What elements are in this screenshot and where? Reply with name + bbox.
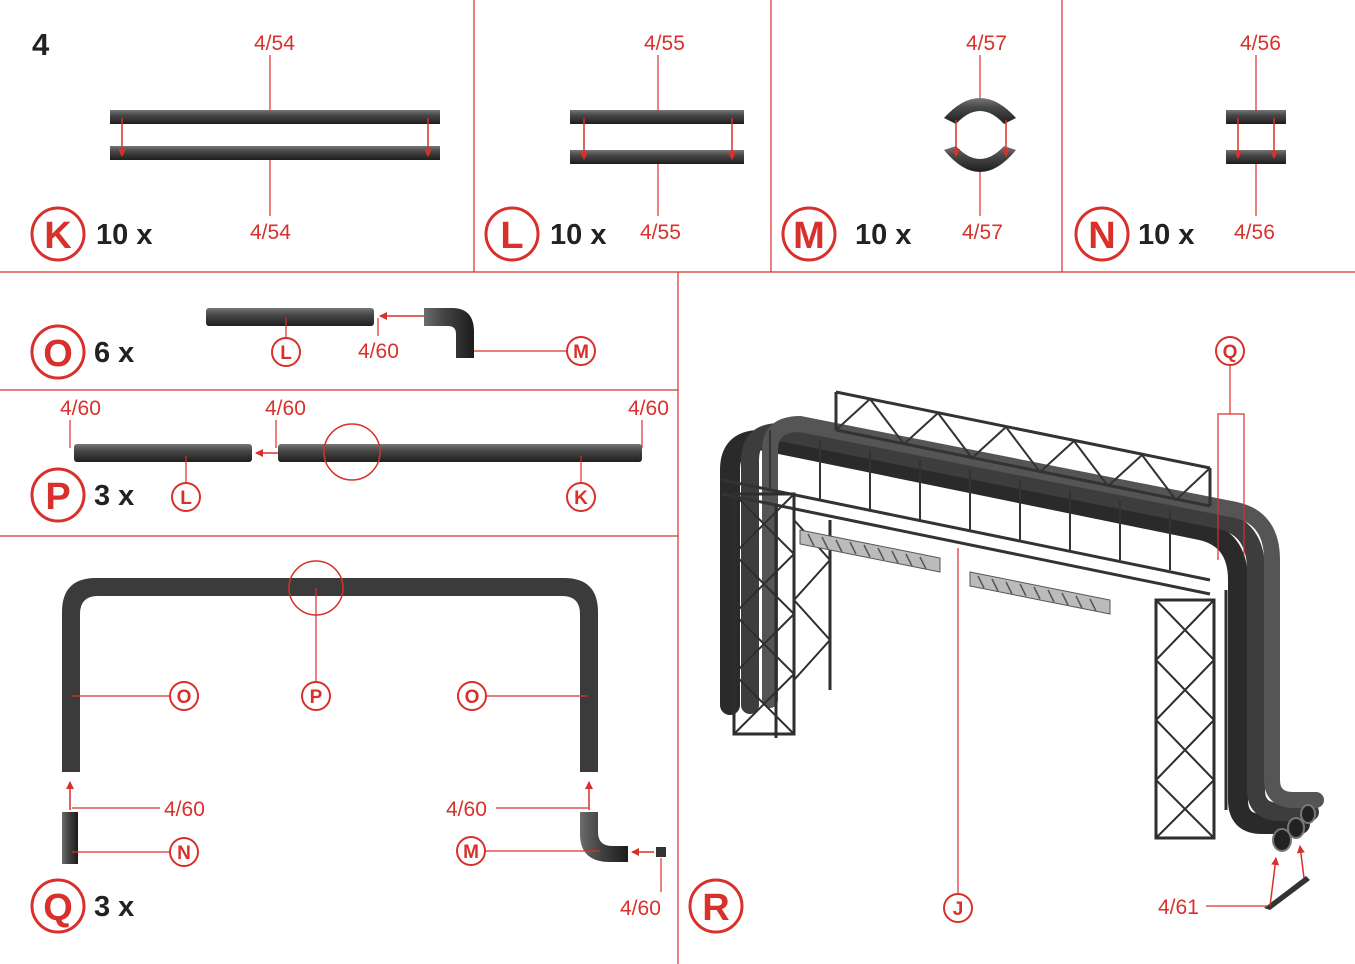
ref-label-left: 4/60 <box>60 397 101 420</box>
elbow-m <box>580 812 628 862</box>
part-callout: J <box>953 899 964 920</box>
part-letter: P <box>45 476 70 518</box>
ref-label: 4/60 <box>358 340 399 363</box>
ref-label-bottom: 4/54 <box>250 221 291 244</box>
ref-label-bottom: 4/57 <box>962 221 1003 244</box>
part-callout: O <box>177 687 192 708</box>
step-number: 4 <box>32 27 50 62</box>
part-count: 3 x <box>94 480 134 512</box>
part-count: 3 x <box>94 891 134 923</box>
pipe-l <box>206 308 374 326</box>
pipe-l <box>74 444 252 462</box>
part-letter: M <box>793 215 825 257</box>
pipe-k <box>278 444 642 462</box>
part-letter: O <box>43 333 73 375</box>
part-callout: N <box>177 843 191 864</box>
part-callout: P <box>310 687 323 708</box>
pipe-frame <box>62 578 598 772</box>
rail-top <box>570 110 744 124</box>
ref-label-top: 4/56 <box>1240 32 1281 55</box>
panel-p: 4/60 4/60 4/60 L K P 3 x <box>32 397 669 521</box>
panel-n: 4/56 4/56 N 10 x <box>1076 32 1286 260</box>
ref-label: 4/61 <box>1158 896 1199 919</box>
panel-k: 4/54 4/54 K 10 x <box>32 32 440 260</box>
part-letter: K <box>44 215 72 257</box>
rail-bottom <box>110 146 440 160</box>
part-callout: Q <box>1223 342 1238 363</box>
part-count: 10 x <box>855 219 911 251</box>
ref-label-top: 4/57 <box>966 32 1007 55</box>
part-count: 10 x <box>550 219 606 251</box>
panel-m: 4/57 4/57 M 10 x <box>783 32 1016 260</box>
ref-label-top: 4/54 <box>254 32 295 55</box>
ref-label-left: 4/60 <box>164 798 205 821</box>
ref-label-mid: 4/60 <box>265 397 306 420</box>
part-callout: M <box>463 842 479 863</box>
stub-n <box>62 812 78 864</box>
part-callout: O <box>465 687 480 708</box>
panel-o: L M 4/60 O 6 x <box>32 308 595 378</box>
arrow <box>1300 846 1304 878</box>
ref-label-bottom: 4/56 <box>1234 221 1275 244</box>
part-letter: L <box>500 215 523 257</box>
ref-label-bottom: 4/60 <box>620 897 661 920</box>
part-letter: Q <box>43 887 73 929</box>
panel-q: O P O 4/60 N 4/60 M 4/60 Q 3 x <box>32 561 666 932</box>
part-count: 6 x <box>94 337 134 369</box>
stub-top <box>1226 110 1286 124</box>
part-letter: N <box>1088 215 1115 257</box>
part-callout: L <box>180 488 192 509</box>
stub-end <box>656 847 666 857</box>
ref-label-right: 4/60 <box>446 798 487 821</box>
walkway-right <box>970 572 1110 614</box>
part-count: 10 x <box>96 219 152 251</box>
part-count: 10 x <box>1138 219 1194 251</box>
elbow-top <box>944 98 1016 124</box>
part-callout: L <box>280 343 292 364</box>
elbow-m <box>424 308 474 358</box>
ref-label-right: 4/60 <box>628 397 669 420</box>
ref-label-bottom: 4/55 <box>640 221 681 244</box>
part-callout: K <box>574 488 588 509</box>
arrow <box>1270 858 1276 906</box>
pipe-bundle <box>730 424 1316 824</box>
tower-right <box>1156 590 1226 838</box>
ref-label-top: 4/55 <box>644 32 685 55</box>
panel-l: 4/55 4/55 L 10 x <box>486 32 744 260</box>
part-callout: M <box>573 342 589 363</box>
elbow-bottom <box>944 146 1016 172</box>
panel-r: 4/61 Q J R <box>690 337 1316 932</box>
stub-bottom <box>1226 150 1286 164</box>
rail-top <box>110 110 440 124</box>
rail-bottom <box>570 150 744 164</box>
part-letter: R <box>702 887 729 929</box>
